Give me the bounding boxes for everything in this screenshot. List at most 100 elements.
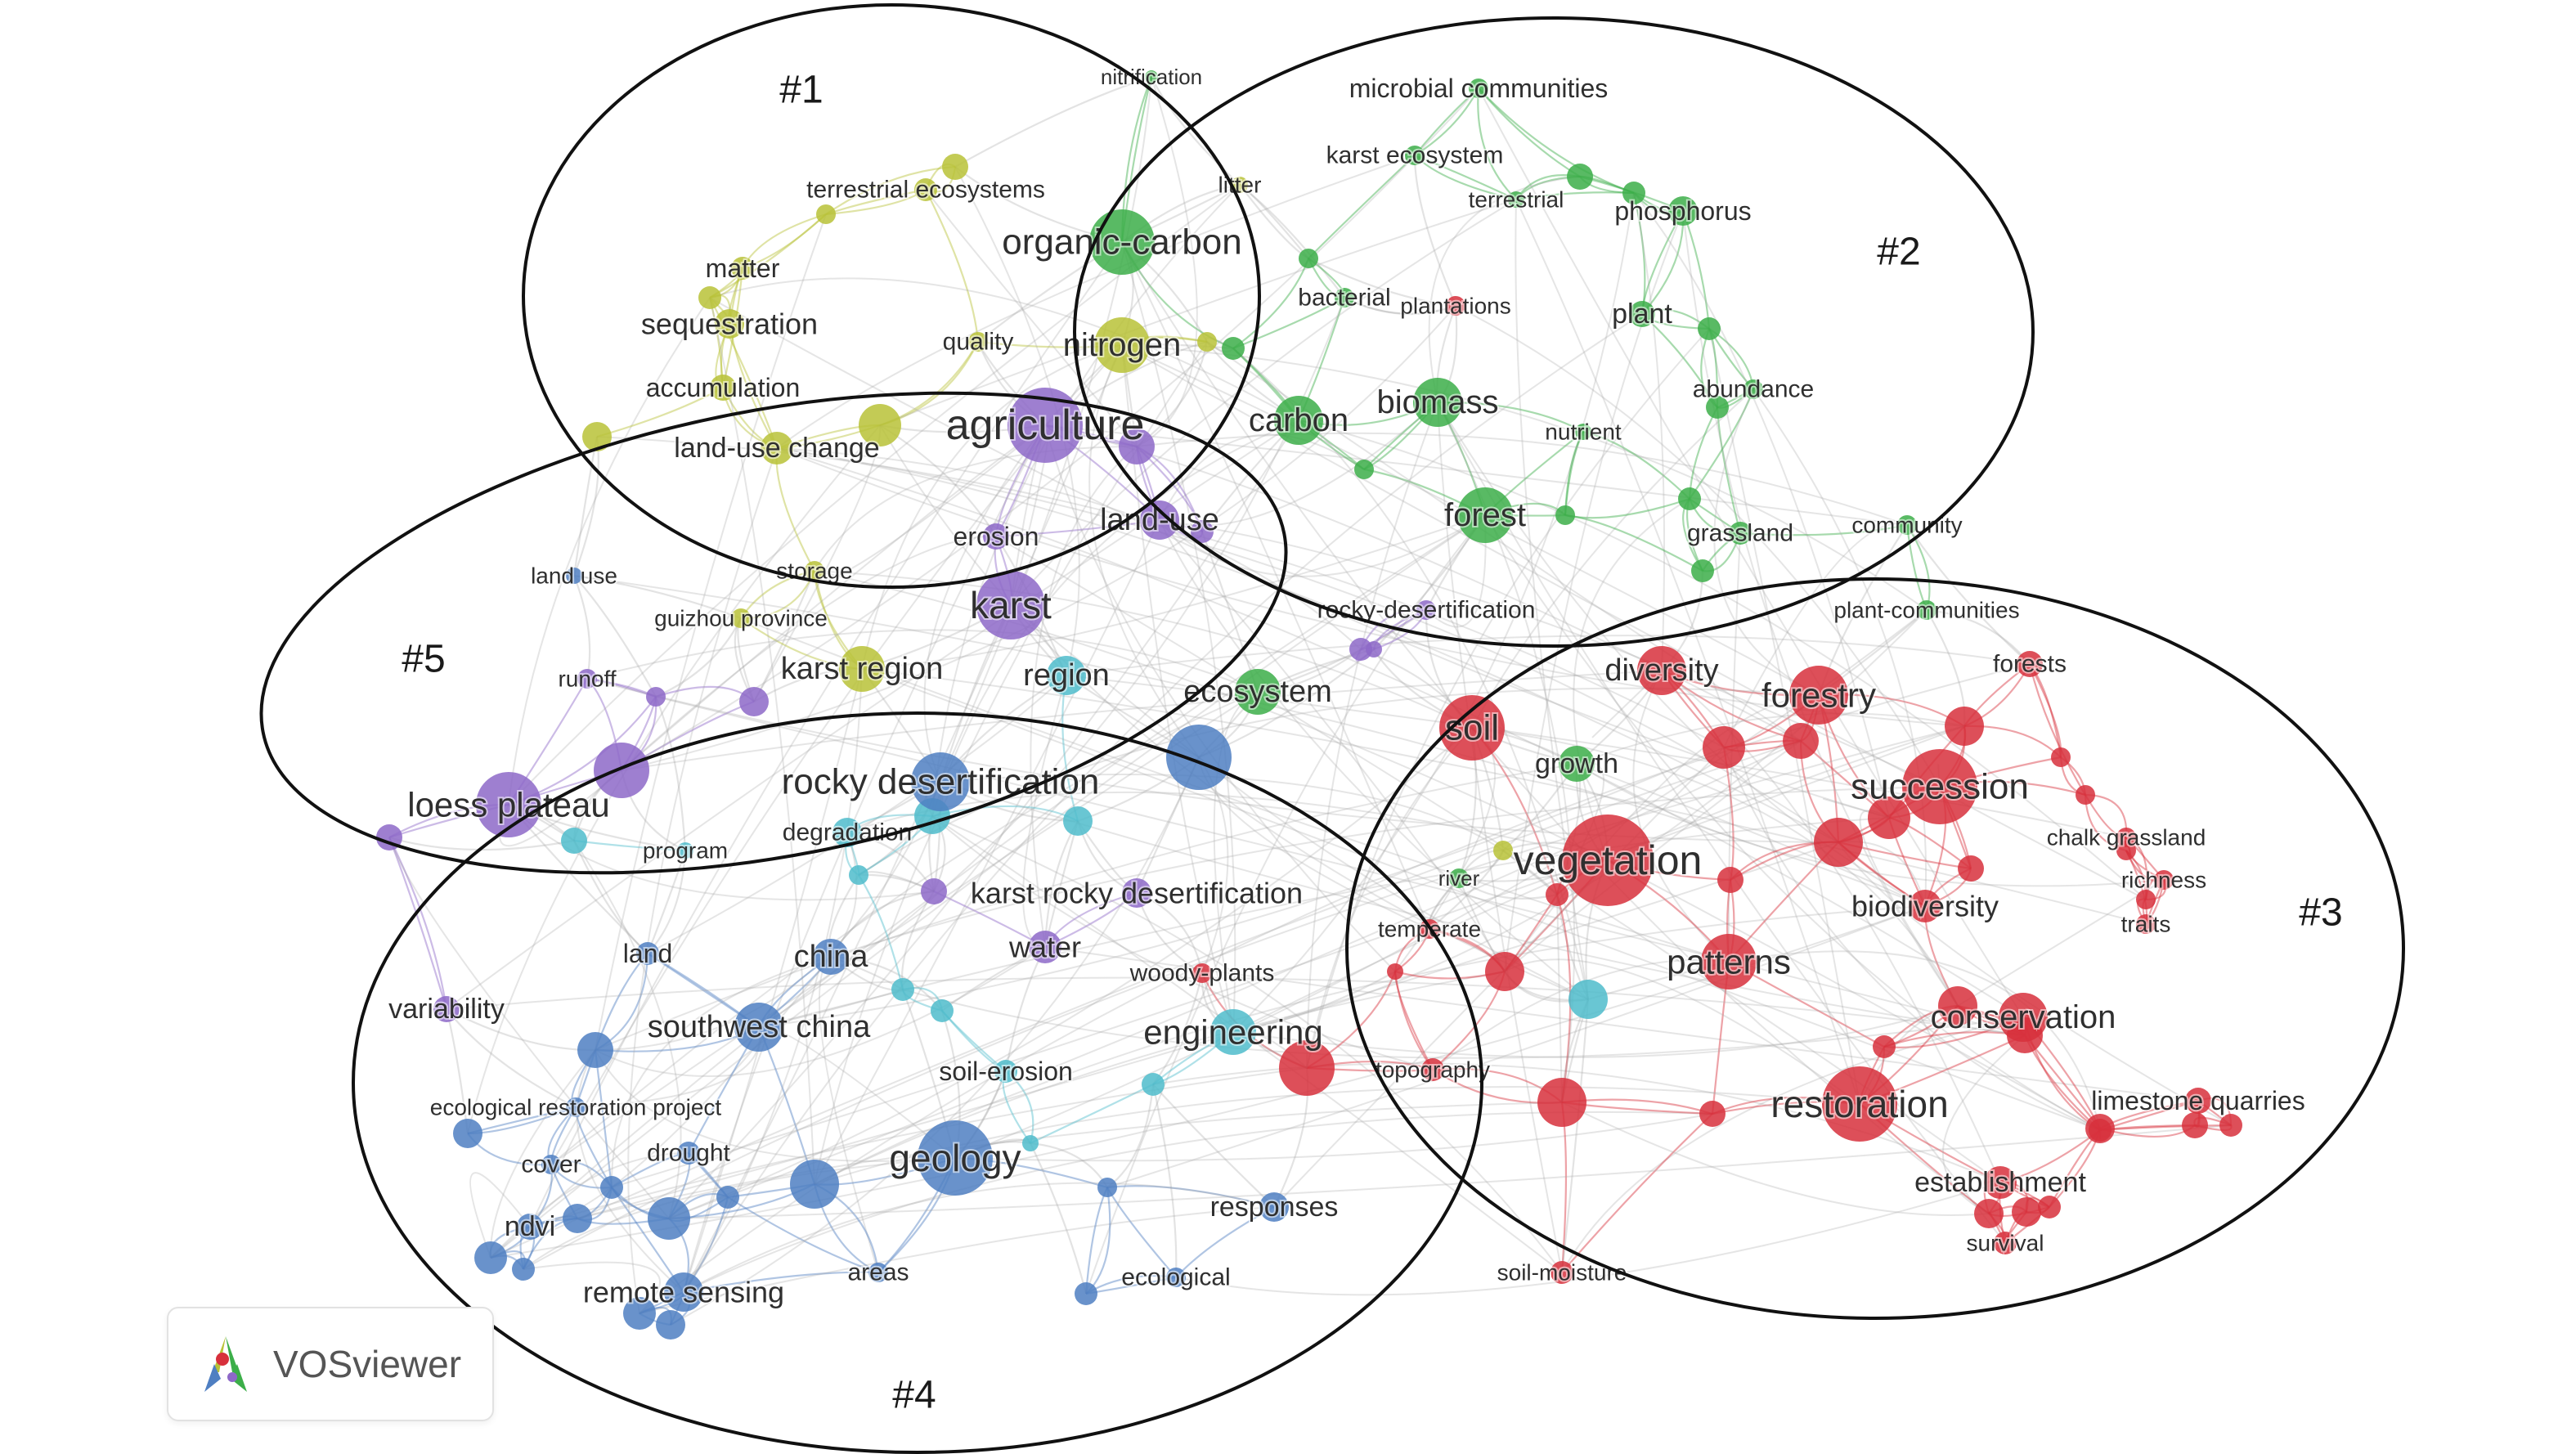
node-woody-plants[interactable] (1192, 963, 1212, 983)
node-phosphorus[interactable] (1668, 196, 1698, 226)
node-region[interactable] (1047, 656, 1086, 695)
node-establishment[interactable] (1984, 1166, 2017, 1199)
network-node[interactable] (1958, 855, 1984, 882)
network-node[interactable] (577, 1032, 613, 1068)
network-node[interactable] (656, 1310, 685, 1340)
node-karst-region[interactable] (839, 646, 885, 692)
network-node[interactable] (1299, 249, 1318, 268)
node-biodiversity[interactable] (1909, 890, 1941, 922)
network-node[interactable] (623, 1297, 656, 1330)
node-land-use[interactable] (1140, 500, 1179, 540)
network-node[interactable] (646, 687, 666, 707)
node-forestry[interactable] (1789, 666, 1848, 725)
node-rocky-desertification[interactable] (1416, 600, 1436, 620)
network-node[interactable] (1703, 726, 1745, 769)
node-soil-moisture[interactable] (1551, 1261, 1573, 1284)
node-rocky-desertification[interactable] (911, 752, 970, 811)
network-node[interactable] (1699, 1101, 1726, 1127)
node-plant[interactable] (1629, 301, 1655, 327)
node-ecosystem[interactable] (1235, 669, 1281, 715)
node-succession[interactable] (1902, 749, 1977, 824)
vosviewer-logo[interactable]: VOSviewer (167, 1307, 494, 1421)
network-node[interactable] (648, 1197, 690, 1240)
node-plant-communities[interactable] (1917, 600, 1936, 620)
node-karst-ecosystem[interactable] (1405, 146, 1425, 165)
node-engineering[interactable] (1210, 1009, 1256, 1055)
node-organic-carbon[interactable] (1089, 209, 1155, 275)
network-node[interactable] (1022, 1135, 1039, 1151)
network-node[interactable] (582, 422, 612, 451)
network-node[interactable] (1568, 980, 1608, 1019)
node-erosion[interactable] (983, 523, 1009, 550)
node-growth[interactable] (1559, 746, 1595, 782)
node-limestone-quarries[interactable] (2185, 1088, 2211, 1114)
node-community[interactable] (1897, 515, 1917, 535)
network-node[interactable] (2136, 890, 2156, 909)
network-node[interactable] (1945, 707, 1984, 746)
node-soil[interactable] (1439, 695, 1505, 761)
network-node[interactable] (2038, 1196, 2061, 1218)
node-abundance[interactable] (1744, 379, 1763, 399)
node-karst-rocky-desertification[interactable] (1122, 878, 1151, 908)
node-sequestration[interactable] (715, 309, 744, 339)
node-nitrogen[interactable] (1094, 317, 1150, 373)
network-node[interactable] (1063, 806, 1093, 836)
network-node[interactable] (1354, 460, 1374, 479)
network-node[interactable] (942, 154, 968, 180)
node-litter[interactable] (1232, 177, 1248, 193)
network-node[interactable] (512, 1258, 535, 1281)
network-node[interactable] (1097, 1178, 1117, 1197)
node-matter[interactable] (731, 257, 754, 280)
network-node[interactable] (1366, 641, 1382, 657)
node-survival[interactable] (1994, 1232, 2017, 1254)
node-vegetation[interactable] (1562, 815, 1654, 906)
network-node[interactable] (594, 743, 649, 798)
network-node[interactable] (816, 204, 836, 224)
network-node[interactable] (1868, 797, 1910, 839)
network-node[interactable] (1873, 1035, 1896, 1058)
network-node[interactable] (739, 687, 769, 716)
network-node[interactable] (1938, 986, 1977, 1025)
node-land[interactable] (636, 942, 659, 965)
node-land-use-change[interactable] (761, 432, 793, 464)
node-china[interactable] (813, 939, 849, 975)
network-node[interactable] (1698, 317, 1721, 340)
node-grassland[interactable] (1729, 522, 1752, 545)
network-node[interactable] (1349, 638, 1372, 661)
node-plantations[interactable] (1446, 296, 1465, 316)
network-node[interactable] (698, 286, 721, 309)
network-node[interactable] (1222, 337, 1245, 360)
node-drought[interactable] (677, 1142, 700, 1165)
node-carbon[interactable] (1274, 396, 1323, 445)
node-ndvi[interactable] (517, 1214, 543, 1240)
network-node[interactable] (1974, 1199, 2004, 1228)
network-node[interactable] (1142, 1073, 1165, 1096)
node-karst[interactable] (976, 571, 1045, 639)
network-node[interactable] (1485, 952, 1524, 991)
node-variability[interactable] (433, 996, 460, 1022)
network-node[interactable] (2076, 785, 2095, 805)
network-node[interactable] (1717, 867, 1744, 893)
node-water[interactable] (1029, 931, 1061, 963)
network-node[interactable] (1279, 1040, 1335, 1096)
network-node[interactable] (921, 878, 947, 904)
network-node[interactable] (2089, 1119, 2112, 1142)
node-chalk-grassland[interactable] (2116, 828, 2136, 847)
node-responses[interactable] (1259, 1192, 1289, 1222)
network-node[interactable] (1387, 963, 1403, 980)
network-node[interactable] (1706, 396, 1729, 419)
network-node[interactable] (2219, 1114, 2242, 1137)
node-terrestrial-ecosystems[interactable] (914, 178, 937, 201)
network-node[interactable] (1166, 725, 1232, 790)
node-restoration[interactable] (1822, 1066, 1897, 1142)
network-node[interactable] (1119, 429, 1155, 464)
node-diversity[interactable] (1637, 646, 1686, 695)
network-node[interactable] (716, 1186, 739, 1209)
network-node[interactable] (600, 1176, 623, 1199)
node-runoff[interactable] (577, 669, 597, 689)
network-node[interactable] (1567, 164, 1593, 190)
node-geology[interactable] (918, 1120, 993, 1196)
node-program[interactable] (677, 842, 693, 859)
node-terrestrial[interactable] (1508, 191, 1524, 208)
network-node[interactable] (1691, 559, 1714, 582)
